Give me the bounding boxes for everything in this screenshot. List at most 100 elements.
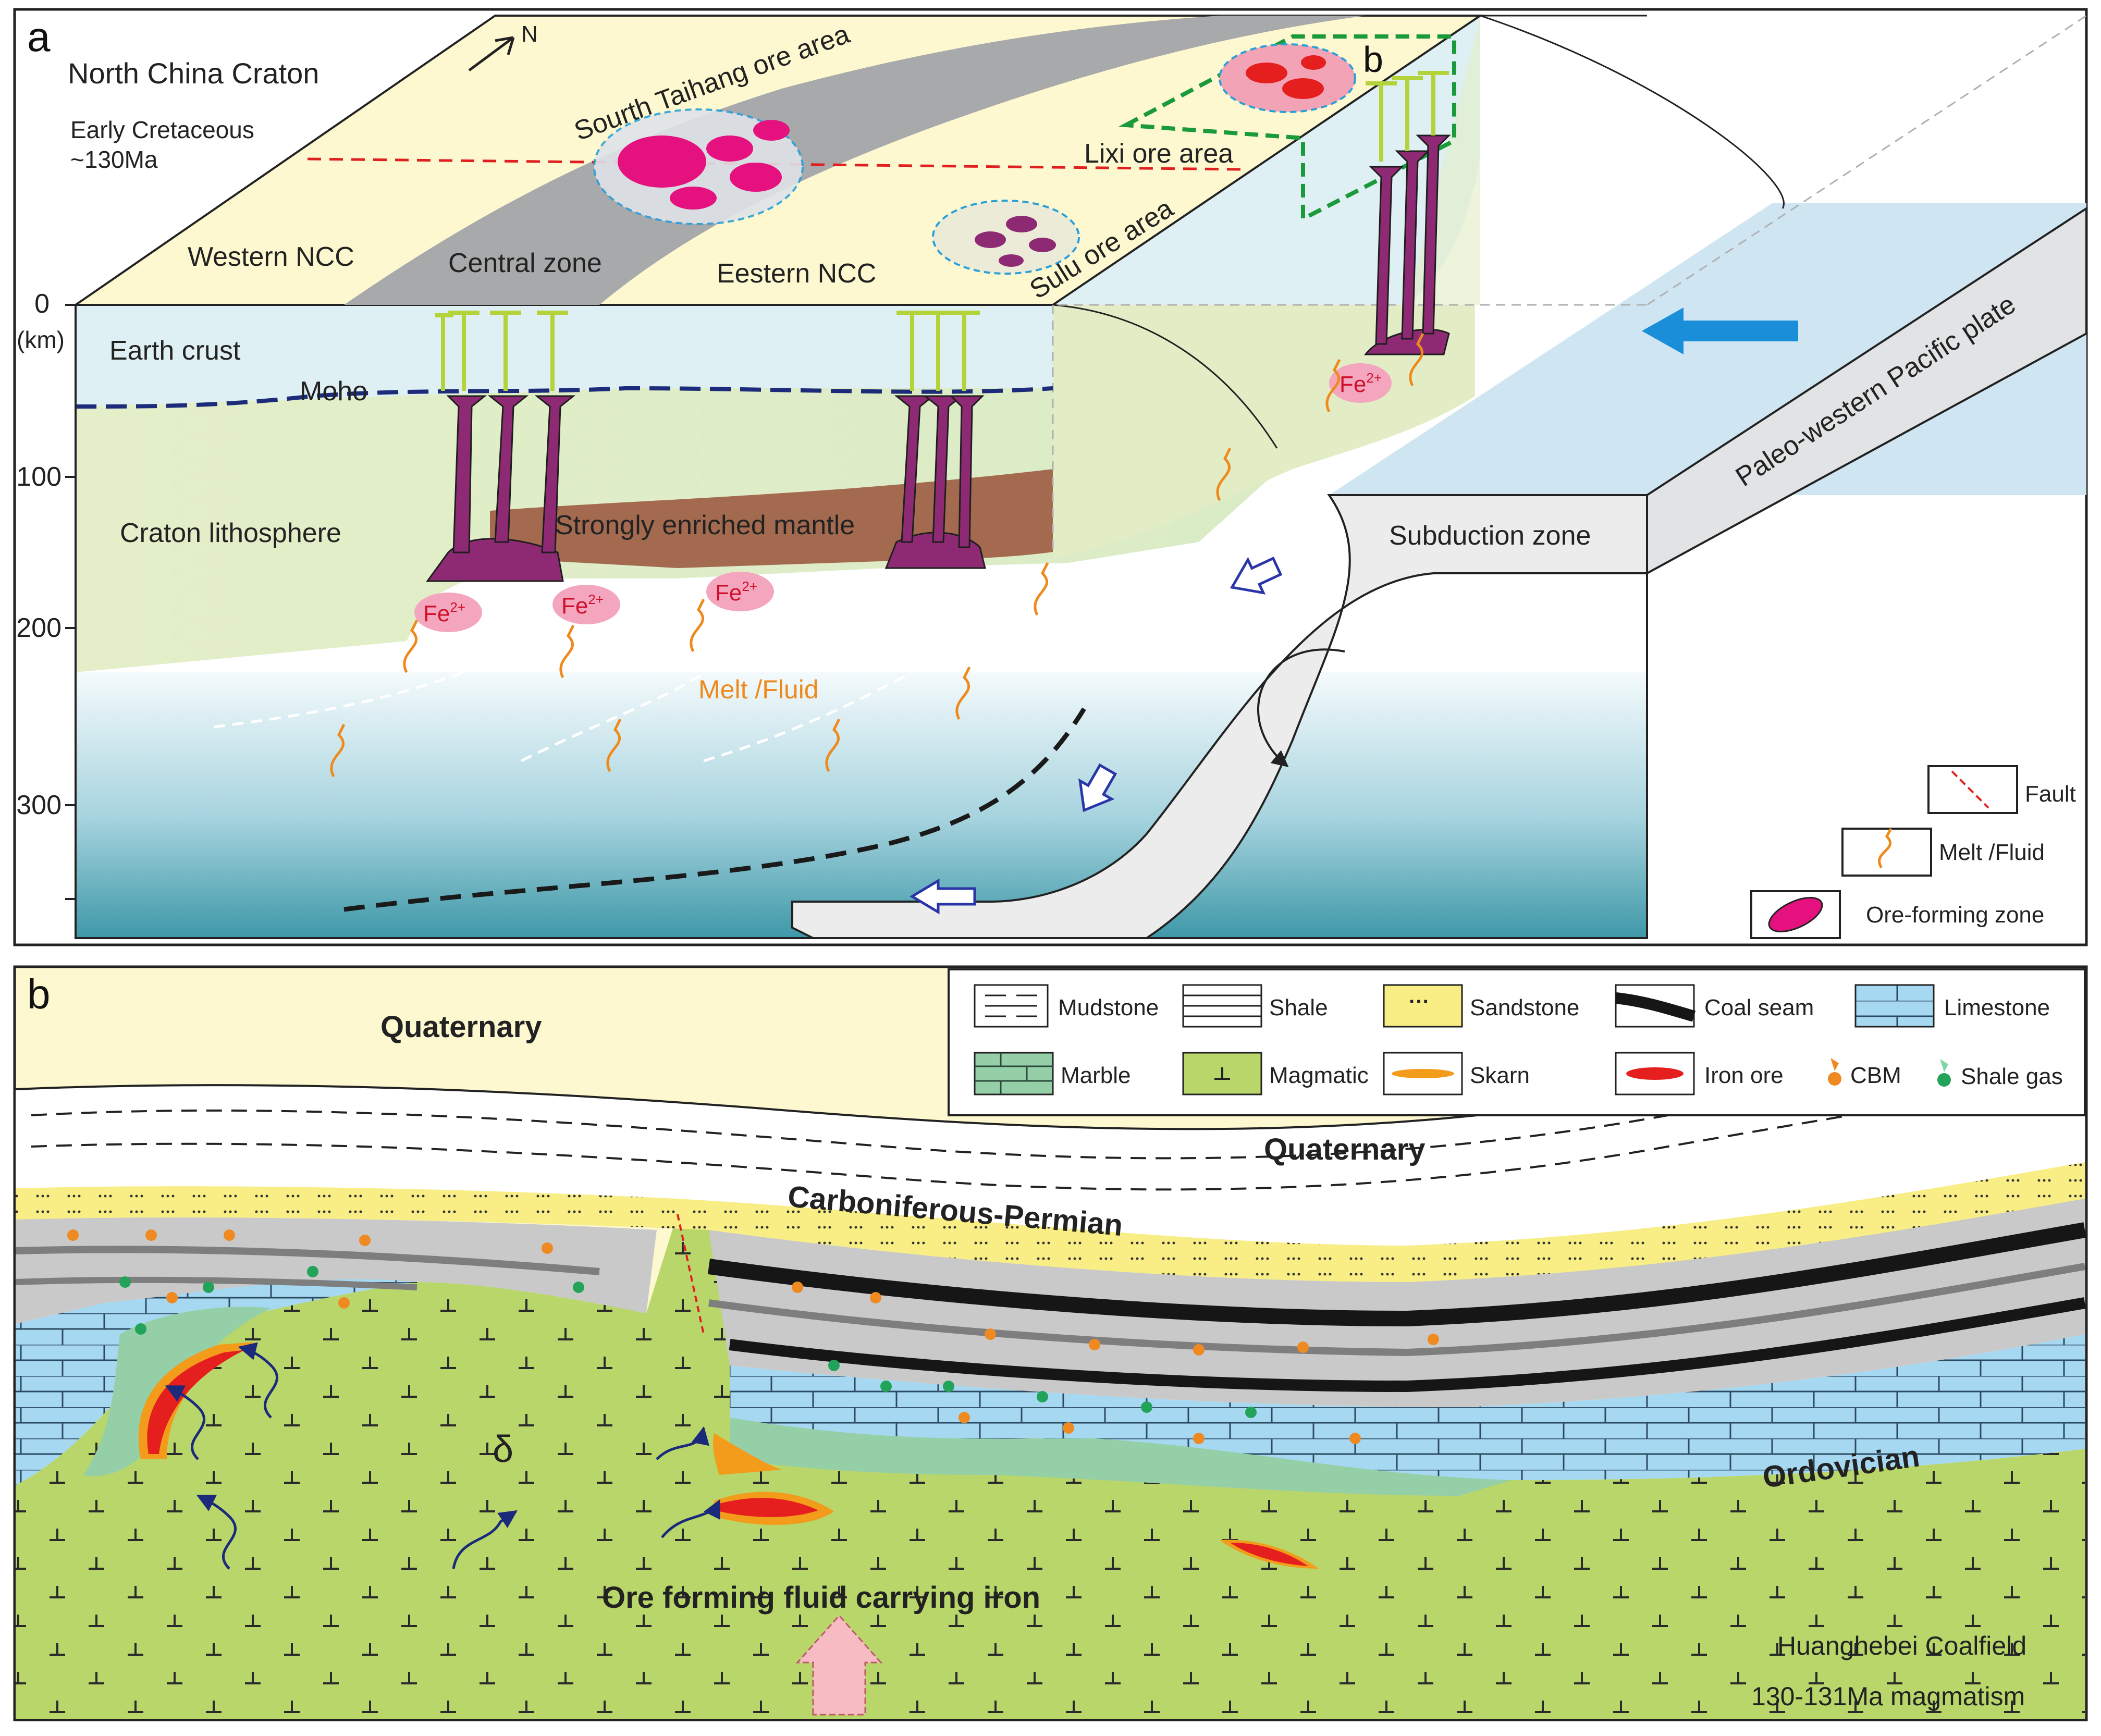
panel-letter-b: b — [27, 971, 51, 1017]
fe-bubbles: Fe2+ Fe2+ Fe2+ Fe2+ — [414, 363, 1392, 632]
cbm-icon — [1063, 1422, 1074, 1434]
label-coalfield: Huanghebei Coalfield — [1777, 1631, 2026, 1660]
shale-gas-icon — [1245, 1407, 1257, 1418]
inset-letter-b: b — [1363, 39, 1383, 80]
shale-west — [16, 1217, 657, 1324]
cbm-icon — [792, 1282, 803, 1293]
cbm-icon — [359, 1235, 371, 1246]
label-quaternary-top: Quaternary — [380, 1010, 542, 1044]
cbm-icon — [542, 1242, 553, 1254]
shale-gas-icon — [1141, 1401, 1152, 1413]
shale-gas-icon — [573, 1282, 584, 1293]
shale-gas-icon — [135, 1323, 146, 1335]
legend-skarn: Skarn — [1470, 1063, 1530, 1088]
depth-tick: 200 — [16, 613, 62, 643]
label-melt-fluid: Melt /Fluid — [698, 675, 819, 704]
label-enriched-mantle: Strongly enriched mantle — [555, 510, 855, 540]
shale-gas-markers — [119, 1266, 1257, 1418]
label-western-ncc: Western NCC — [188, 242, 354, 272]
cbm-markers — [67, 1229, 1439, 1444]
legend-iron: Iron ore — [1704, 1063, 1784, 1088]
quaternary-band — [16, 1011, 2085, 1246]
cbm-icon — [224, 1229, 235, 1241]
marble-east — [730, 1418, 1512, 1496]
legend-coal: Coal seam — [1704, 995, 1814, 1020]
label-delta: δ — [493, 1429, 513, 1470]
depth-tick: 300 — [16, 790, 62, 820]
fluid-paths — [213, 608, 1018, 762]
shale-gas-legend-icon — [1937, 1059, 1951, 1087]
cbm-icon — [166, 1292, 178, 1303]
cbm-icon — [1193, 1344, 1205, 1356]
iron-ore-bodies — [138, 1342, 1319, 1569]
label-lixi: Lixi ore area — [1084, 139, 1233, 169]
label-craton-lithosphere: Craton lithosphere — [120, 518, 341, 548]
cbm-icon — [1193, 1433, 1205, 1444]
shale-gas-icon — [1037, 1391, 1048, 1402]
fluid-arrows-b — [165, 1342, 721, 1570]
depth-tick: 100 — [16, 462, 62, 492]
legend-marble: Marble — [1061, 1063, 1131, 1088]
limestone-west — [16, 1261, 417, 1485]
fe-bubble — [414, 593, 482, 632]
age-line-1: Early Cretaceous — [70, 116, 254, 143]
plate-motion-arrow — [1642, 307, 1798, 354]
north-arrow-icon: N — [468, 21, 538, 72]
cbm-icon — [67, 1229, 79, 1241]
panel-a: Fe2+ Fe2+ Fe2+ Fe2+ — [13, 8, 2088, 946]
fe-bubble — [552, 585, 620, 624]
label-earth-crust: Earth crust — [109, 336, 241, 366]
depth-axis — [65, 304, 77, 938]
magma-dikes-central — [884, 395, 986, 569]
legend-melt-label: Melt /Fluid — [1939, 840, 2045, 865]
fe-bubble — [706, 572, 774, 611]
depth-unit: (km) — [17, 326, 65, 353]
legend-shale: Shale — [1269, 995, 1328, 1020]
cbm-icon — [1349, 1433, 1361, 1444]
legend-cbm: CBM — [1850, 1063, 1901, 1088]
depth-tick: 0 — [34, 289, 50, 319]
label-moho: Moho — [300, 376, 367, 407]
limestone-east — [730, 1334, 2085, 1480]
central-zone-band — [344, 16, 1366, 305]
legend-mudstone: Mudstone — [1058, 995, 1159, 1020]
legend-ore-label: Ore-forming zone — [1866, 902, 2044, 928]
shale-gas-icon — [119, 1276, 131, 1288]
cbm-icon — [870, 1292, 881, 1303]
label-quaternary: Quaternary — [1264, 1132, 1425, 1166]
fe-bubble — [1329, 363, 1392, 403]
mantle-flow-arrow — [1257, 648, 1345, 768]
cbm-icon — [959, 1412, 970, 1423]
cbm-icon — [145, 1229, 157, 1241]
melt-fluid-arrows — [330, 333, 1424, 778]
cbm-icon — [1297, 1341, 1309, 1353]
apophyses — [435, 71, 1449, 391]
label-eastern-ncc: Eestern NCC — [717, 258, 876, 289]
sandstone-dots-icon: ··· — [1409, 990, 1430, 1013]
lithosphere-base-line — [343, 707, 1086, 912]
shale-gas-icon — [943, 1381, 954, 1392]
label-central-zone: Central zone — [448, 248, 602, 278]
cbm-legend-icon — [1828, 1058, 1841, 1086]
inset-b-box — [1118, 34, 1456, 223]
panel-letter-a: a — [27, 14, 51, 60]
label-magmatism: 130-131Ma magmatism — [1751, 1682, 2025, 1711]
lixi-ore-area — [1219, 43, 1356, 113]
legend-b: Mudstone Shale ··· Sandstone Coal seam L… — [948, 968, 2086, 1116]
age-line-2: ~130Ma — [70, 146, 158, 173]
earth-crust — [76, 305, 1053, 407]
sandstone-band — [16, 1162, 2085, 1282]
moho-line — [75, 386, 1053, 409]
north-label: N — [521, 21, 538, 47]
legend-limestone: Limestone — [1944, 995, 2050, 1020]
cbm-icon — [1428, 1334, 1439, 1345]
sulu-ore-area — [932, 200, 1080, 275]
magma-dikes-west — [426, 395, 576, 582]
shale-gas-icon — [828, 1360, 840, 1371]
ore-fluid-arrow — [795, 1614, 883, 1716]
shale-gas-icon — [203, 1282, 214, 1293]
legend-shale-gas: Shale gas — [1961, 1064, 2063, 1089]
shale-gas-icon — [880, 1381, 892, 1392]
cbm-icon — [1089, 1339, 1100, 1350]
